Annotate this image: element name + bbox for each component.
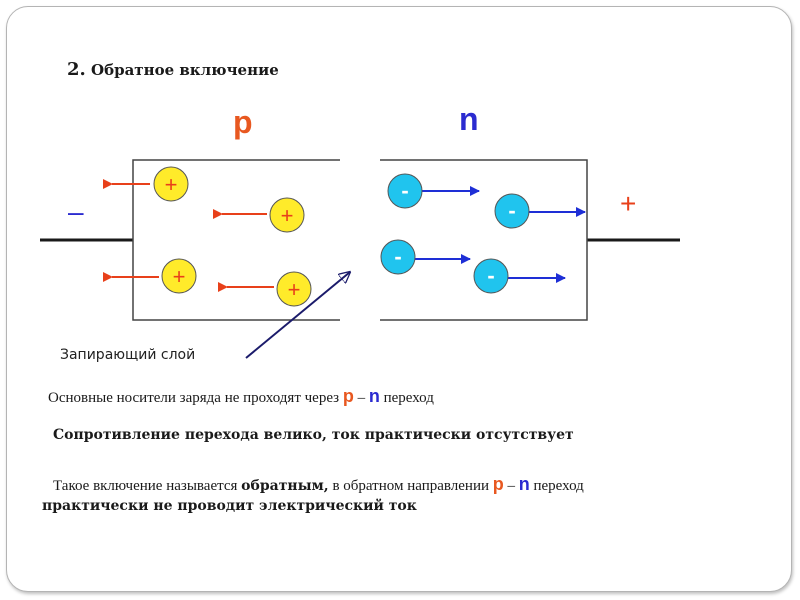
hole-carrier-3: + [103,258,197,294]
conclusion-line2-text: практически не проводит электрический то… [42,498,417,514]
hole-carrier-1: + [103,166,189,202]
carriers-statement: Основные носители заряда не проходят чер… [48,386,434,407]
hole-sign-3: + [173,264,186,289]
electron-carrier-1: - [387,173,480,209]
conclusion-dash: – [507,478,516,494]
hole-sign-1: + [165,172,178,197]
hole-sign-4: + [288,277,301,302]
barrier-pointer-arrow [245,272,350,359]
depletion-layer [340,158,380,322]
carriers-statement-p: p [342,386,354,406]
conclusion-bold: обратным, [241,478,329,494]
barrier-caption: Запирающий слой [60,347,196,363]
hole-sign-2: + [281,203,294,228]
conclusion-statement-line2: практически не проводит электрический то… [42,498,417,515]
hole-carrier-4: + [218,271,312,307]
resistance-statement-text: Сопротивление перехода велико, ток практ… [53,427,574,443]
conclusion-prefix: Такое включение называется [53,478,238,494]
minus-terminal-label: – [68,196,84,227]
p-region-label: p [233,104,253,140]
slide-heading: 2. Обратное включение [67,59,279,80]
conclusion-statement: Такое включение называется обратным, в о… [53,474,584,495]
electron-sign-3: - [394,244,401,269]
carriers-statement-n: n [368,386,380,406]
resistance-statement: Сопротивление перехода велико, ток практ… [53,427,574,444]
electron-sign-4: - [487,263,494,288]
n-region-label: n [459,101,479,137]
carriers-statement-prefix: Основные носители заряда не проходят чер… [48,390,340,406]
conclusion-middle: в обратном направлении [332,478,489,494]
heading-number: 2. [67,59,86,80]
electron-carrier-4: - [473,258,566,294]
electron-sign-2: - [508,198,515,223]
carriers-statement-dash: – [357,390,366,406]
conclusion-suffix: переход [533,478,584,494]
conclusion-n: n [518,474,530,494]
electron-carrier-3: - [380,239,471,275]
carriers-statement-suffix: переход [383,390,434,406]
electron-carrier-2: - [494,193,586,229]
conclusion-p: p [492,474,504,494]
electron-sign-1: - [401,178,408,203]
plus-terminal-label: + [620,188,637,219]
hole-carrier-2: + [213,197,305,233]
heading-text: Обратное включение [91,61,279,79]
